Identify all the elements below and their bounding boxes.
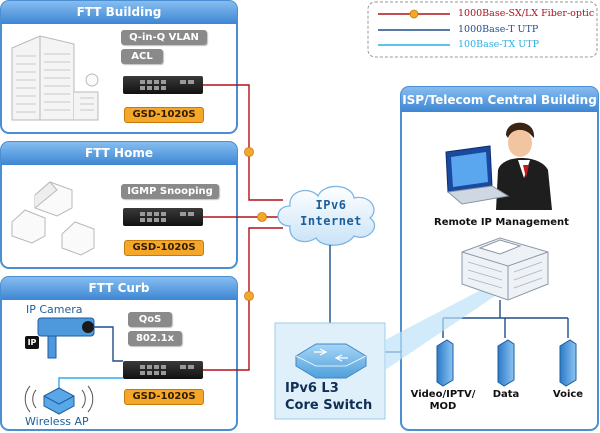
server-video-label: Video/IPTV/ MOD [410,389,476,412]
ap-link [58,377,123,392]
office-building-icon [11,35,99,121]
core-switch-label-line1: IPv6 L3 [285,381,339,396]
badge-igmp-snooping: IGMP Snooping [121,184,219,199]
server-voice-label: Voice [552,389,584,400]
model-curb: GSD-1020S [124,389,204,405]
server-video-icon [436,339,454,387]
legend-fiber: 1000Base-SX/LX Fiber-optic [458,8,595,19]
panel-title-building: FTT Building [76,5,162,19]
badge-acl: ACL [121,49,163,64]
core-connection-beam [385,280,510,370]
model-building: GSD-1020S [124,107,204,123]
core-switch-icon [295,343,367,379]
wireless-ap-icon [24,385,94,415]
switch-home [123,208,203,226]
server-data-icon [497,339,515,387]
operator-icon [496,122,552,210]
panel-title-isp: ISP/Telecom Central Building [402,93,597,107]
ip-camera-label: IP Camera [26,303,83,316]
server-voice-icon [559,339,577,387]
switch-curb [123,361,203,379]
badge-qos: QoS [128,312,172,327]
legend [367,1,598,58]
legend-tx-utp: 100Base-TX UTP [458,39,540,50]
switch-ports [140,80,194,90]
fiber-connectors [244,147,267,301]
badge-8021x: 802.1x [128,331,182,346]
camera-link [93,326,123,362]
central-building-icon [461,237,549,301]
internet-cloud-icon [277,185,376,246]
remote-ip-management-label: Remote IP Management [434,217,569,228]
ip-camera-icon [37,317,95,359]
wireless-ap-label: Wireless AP [25,415,89,428]
server-data-label: Data [492,389,520,400]
panel-title-curb: FTT Curb [88,281,150,295]
ip-camera-tag: IP [25,336,39,349]
houses-icon [11,181,95,256]
core-switch-label-line2: Core Switch [285,398,373,413]
panel-ftt-home [0,141,238,269]
cloud-label-line2: Internet [300,214,362,228]
laptop-icon [445,145,510,205]
model-home: GSD-1020S [124,240,204,256]
panel-title-home: FTT Home [85,146,153,160]
legend-t-utp: 1000Base-T UTP [458,24,539,35]
badge-qinq-vlan: Q-in-Q VLAN [121,30,207,45]
cloud-label-line1: IPv6 [315,198,347,212]
switch-building [123,76,203,94]
